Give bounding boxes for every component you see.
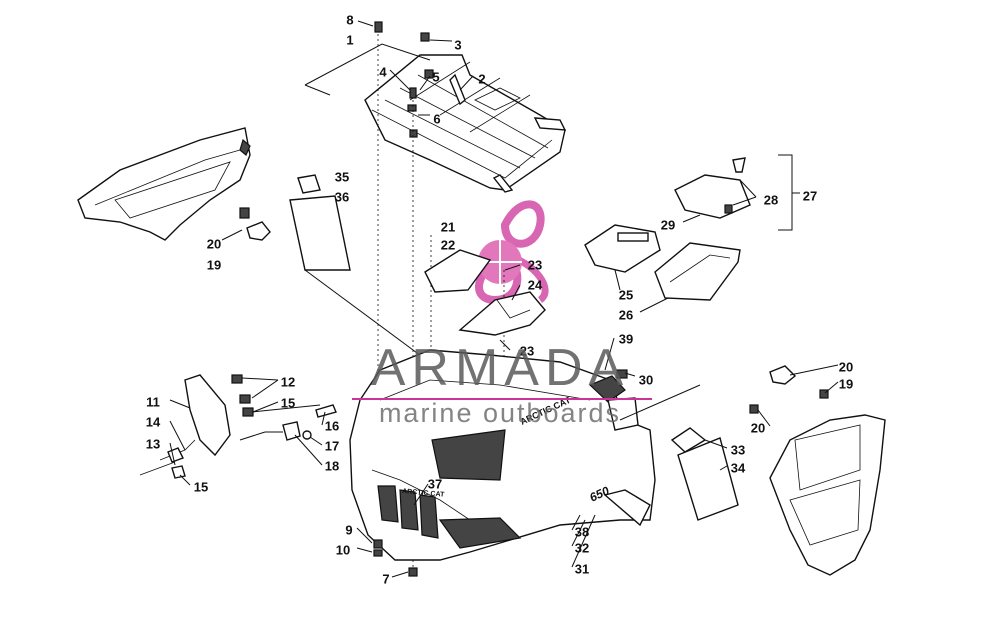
callout-c30: 30 (639, 372, 653, 387)
callout-c19a: 19 (207, 257, 221, 272)
callout-c23a: 23 (528, 257, 542, 272)
callout-c20b: 20 (839, 359, 853, 374)
front-body: ARCTIC CAT ARCTIC CAT 650 (349, 349, 656, 561)
callout-c16: 16 (325, 418, 339, 433)
decal-35-36 (289, 174, 441, 371)
watermark-rule (352, 398, 652, 400)
bottom-fasteners (373, 369, 628, 577)
bracket-27 (778, 154, 793, 231)
callout-c15a: 15 (281, 395, 295, 410)
decal-2 (474, 87, 521, 111)
callout-c1: 1 (346, 32, 353, 47)
callout-c27: 27 (803, 188, 817, 203)
callout-c2: 2 (478, 71, 485, 86)
storage-lid-29 (674, 157, 751, 219)
headlight-assembly (139, 374, 337, 479)
watermark-title: ARMADA (370, 339, 630, 397)
decal-33-34 (619, 384, 739, 521)
callout-c38: 38 (575, 524, 589, 539)
callout-c24: 24 (528, 277, 543, 292)
callout-c10: 10 (336, 542, 350, 557)
callout-c31: 31 (575, 561, 589, 576)
callout-c20c: 20 (751, 420, 765, 435)
left-side-panel (77, 127, 251, 241)
callout-c9: 9 (345, 522, 352, 537)
callout-c6: 6 (433, 111, 440, 126)
access-cover-22 (424, 249, 492, 293)
callout-c19b: 19 (839, 376, 853, 391)
callout-c32: 32 (575, 540, 589, 555)
leader-1b (304, 84, 331, 96)
callout-c29: 29 (661, 217, 675, 232)
callout-leaders (169, 20, 839, 578)
callout-c37: 37 (428, 476, 442, 491)
grille-decal-text: ARCTIC CAT (402, 488, 445, 499)
callout-c21: 21 (441, 219, 455, 234)
callout-c13: 13 (146, 436, 160, 451)
callout-c25: 25 (619, 287, 633, 302)
callout-c39: 39 (619, 331, 633, 346)
callout-c26: 26 (619, 307, 633, 322)
watermark-logo-icon (475, 200, 549, 305)
callout-c35: 35 (335, 169, 349, 184)
plug-20-left (239, 207, 271, 241)
watermark-subtitle: marine outboards (378, 398, 622, 428)
storage-tray-25 (584, 224, 661, 273)
callout-c4: 4 (379, 64, 387, 79)
callout-c36: 36 (335, 189, 349, 204)
callout-c12: 12 (281, 374, 295, 389)
callout-c17: 17 (325, 438, 339, 453)
callout-c34: 34 (731, 460, 746, 475)
callout-c23b: 23 (520, 343, 534, 358)
callout-c11: 11 (146, 394, 160, 409)
plug-20-right (749, 365, 829, 414)
callout-c15b: 15 (194, 479, 208, 494)
leader-1 (304, 43, 431, 86)
access-panel-24 (458, 291, 546, 336)
rack-fasteners (374, 21, 434, 138)
storage-box-26 (654, 242, 741, 301)
callout-c20a: 20 (207, 236, 221, 251)
callout-c5: 5 (432, 69, 439, 84)
callout-c7: 7 (382, 571, 389, 586)
callout-c28: 28 (764, 192, 778, 207)
callout-c18: 18 (325, 458, 339, 473)
callout-c14: 14 (146, 414, 161, 429)
callout-c22: 22 (441, 237, 455, 252)
callout-c33: 33 (731, 442, 745, 457)
right-side-panel (769, 414, 886, 576)
callout-c3: 3 (454, 37, 461, 52)
callout-c8: 8 (346, 12, 353, 27)
